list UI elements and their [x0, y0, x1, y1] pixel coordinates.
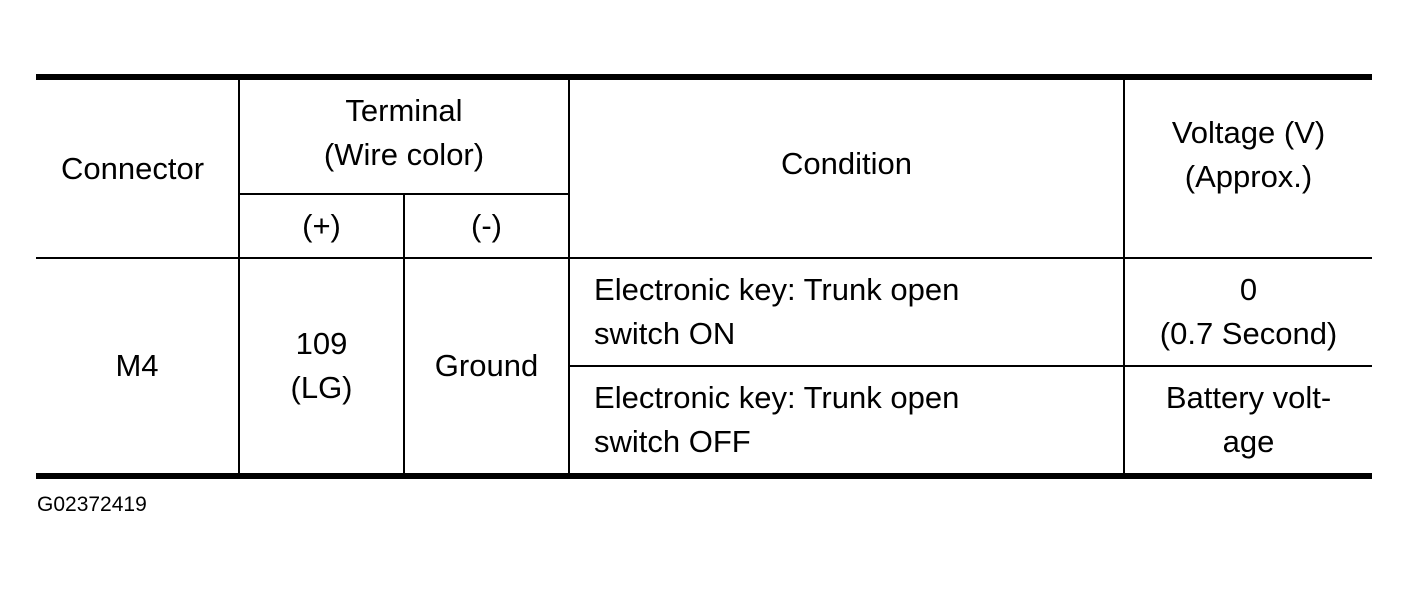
voltage-header-line2: (Approx.)	[1184, 158, 1313, 194]
condition-line2: switch ON	[594, 316, 736, 351]
connector-header: Connector	[36, 77, 240, 259]
minus-terminal-header: (-)	[402, 193, 570, 259]
condition-line1: Electronic key: Trunk open	[594, 272, 960, 307]
voltage-header: Voltage (V) (Approx.)	[1123, 77, 1373, 259]
voltage-line2: (0.7 Second)	[1159, 316, 1338, 351]
condition-line2: switch OFF	[594, 424, 751, 459]
plus-terminal-number: 109	[295, 326, 348, 361]
voltage-line1: Battery volt-	[1165, 380, 1332, 415]
plus-terminal-header: (+)	[239, 193, 405, 259]
table-row: Electronic key: Trunk open switch OFF Ba…	[36, 365, 1373, 476]
figure-code: G02372419	[37, 493, 147, 516]
minus-terminal-cell: Ground	[402, 257, 571, 477]
plus-terminal-cell: 109 (LG)	[238, 257, 405, 477]
terminal-header-line2: (Wire color)	[323, 136, 485, 172]
terminal-header: Terminal (Wire color)	[237, 77, 571, 195]
table-header-row: Connector Terminal (Wire color) Conditio…	[36, 77, 1373, 259]
voltage-header-line1: Voltage (V)	[1171, 114, 1326, 150]
voltage-line2: age	[1222, 424, 1275, 459]
condition-line1: Electronic key: Trunk open	[594, 380, 960, 415]
condition-cell: Electronic key: Trunk open switch ON	[568, 257, 1126, 367]
plus-terminal-wire-color: (LG)	[290, 370, 353, 405]
table-row: M4 109 (LG) Ground Electronic key: Trunk…	[36, 257, 1373, 477]
condition-cell: Electronic key: Trunk open switch OFF	[569, 365, 1126, 476]
voltage-cell: 0 (0.7 Second)	[1123, 257, 1373, 367]
table-subheader-row: (+) (-)	[36, 193, 1372, 259]
condition-header: Condition	[568, 77, 1126, 259]
voltage-cell: Battery volt- age	[1123, 365, 1373, 476]
voltage-line1: 0	[1239, 272, 1258, 307]
connector-cell: M4	[36, 257, 240, 477]
terminal-voltage-table: Connector Terminal (Wire color) Conditio…	[36, 74, 1373, 479]
terminal-header-line1: Terminal	[345, 92, 463, 128]
